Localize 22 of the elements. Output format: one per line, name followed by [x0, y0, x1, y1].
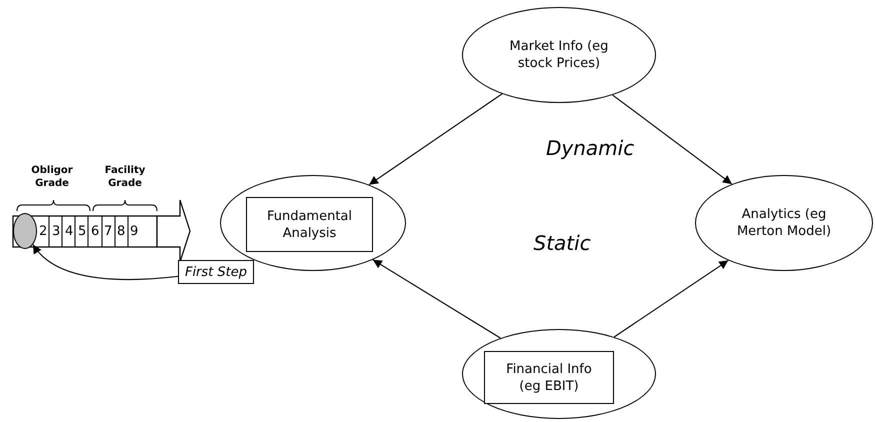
oval-node: Analytics (eg Merton Model)	[695, 175, 873, 271]
grade-number: 7	[104, 224, 112, 238]
bracket-label: Facility Grade	[104, 164, 146, 190]
grade-number: 5	[78, 224, 86, 238]
grade-number: 9	[130, 224, 138, 238]
arrow	[372, 259, 501, 339]
note-box: First Step	[178, 260, 254, 284]
bracket-label: Obligor Grade	[30, 164, 74, 190]
oval-node: Market Info (eg stock Prices)	[462, 7, 656, 103]
grade-number: 6	[91, 224, 100, 238]
grade-number: 8	[117, 224, 126, 238]
arrow	[32, 244, 178, 280]
grade-number: 2	[39, 224, 48, 238]
process-box: Fundamental Analysis	[246, 197, 373, 252]
arrow	[612, 94, 732, 185]
section-label: Dynamic	[546, 136, 634, 160]
process-box: Financial Info (eg EBIT)	[484, 351, 614, 404]
section-label: Static	[534, 231, 591, 255]
grade-number: 4	[65, 224, 74, 238]
grade-number: 3	[52, 224, 60, 238]
arrow	[368, 93, 502, 186]
arrow	[614, 260, 729, 338]
